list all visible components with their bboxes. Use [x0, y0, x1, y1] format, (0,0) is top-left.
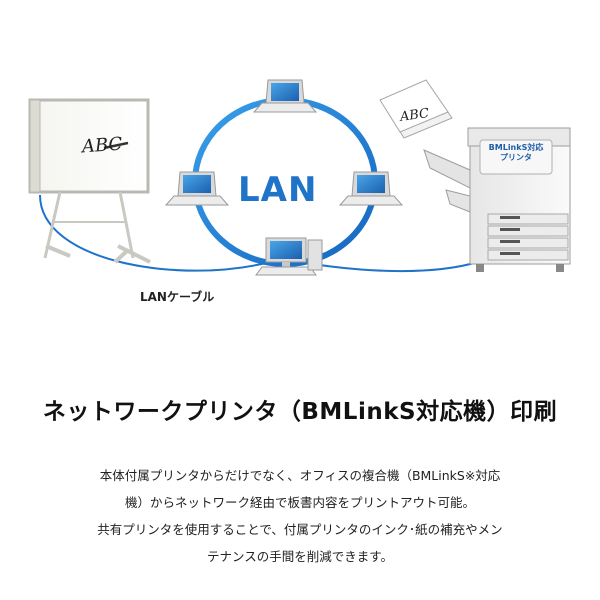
description-line: 機）からネットワーク経由で板書内容をプリントアウト可能。: [124, 495, 475, 510]
printer-label-line: BMLinkS対応: [488, 143, 544, 152]
cable-whiteboard: [39, 194, 271, 272]
description: 本体付属プリンタからだけでなく、オフィスの複合機（BMLinkS※対応 機）から…: [0, 462, 600, 570]
desktop-pc-icon: [255, 237, 323, 276]
multifunction-printer: [423, 127, 571, 272]
printer-label: BMLinkS対応 プリンタ: [484, 143, 548, 163]
laptop-top-icon: [252, 79, 318, 113]
printed-paper-icon: [379, 79, 453, 139]
laptop-left-icon: [164, 171, 230, 206]
whiteboard-text: ABC: [81, 133, 124, 158]
description-line: テナンスの手間を削減できます。: [206, 549, 393, 564]
laptop-right-icon: [338, 171, 404, 206]
cable-printer: [299, 261, 479, 273]
diagram-graphic: [28, 79, 571, 276]
lan-cable-label: LANケーブル: [140, 290, 215, 304]
description-line: 本体付属プリンタからだけでなく、オフィスの複合機（BMLinkS※対応: [99, 468, 501, 483]
printer-label-line: プリンタ: [500, 153, 532, 162]
whiteboard: [28, 98, 151, 264]
lan-label: LAN: [238, 170, 318, 210]
description-line: 共有プリンタを使用することで、付属プリンタのインク･紙の補充やメン: [97, 522, 503, 537]
headline: ネットワークプリンタ（BMLinkS対応機）印刷: [42, 399, 558, 425]
lan-diagram: ABC ABC LAN LANケーブル BMLinkS対応 プリンタ: [28, 79, 571, 304]
